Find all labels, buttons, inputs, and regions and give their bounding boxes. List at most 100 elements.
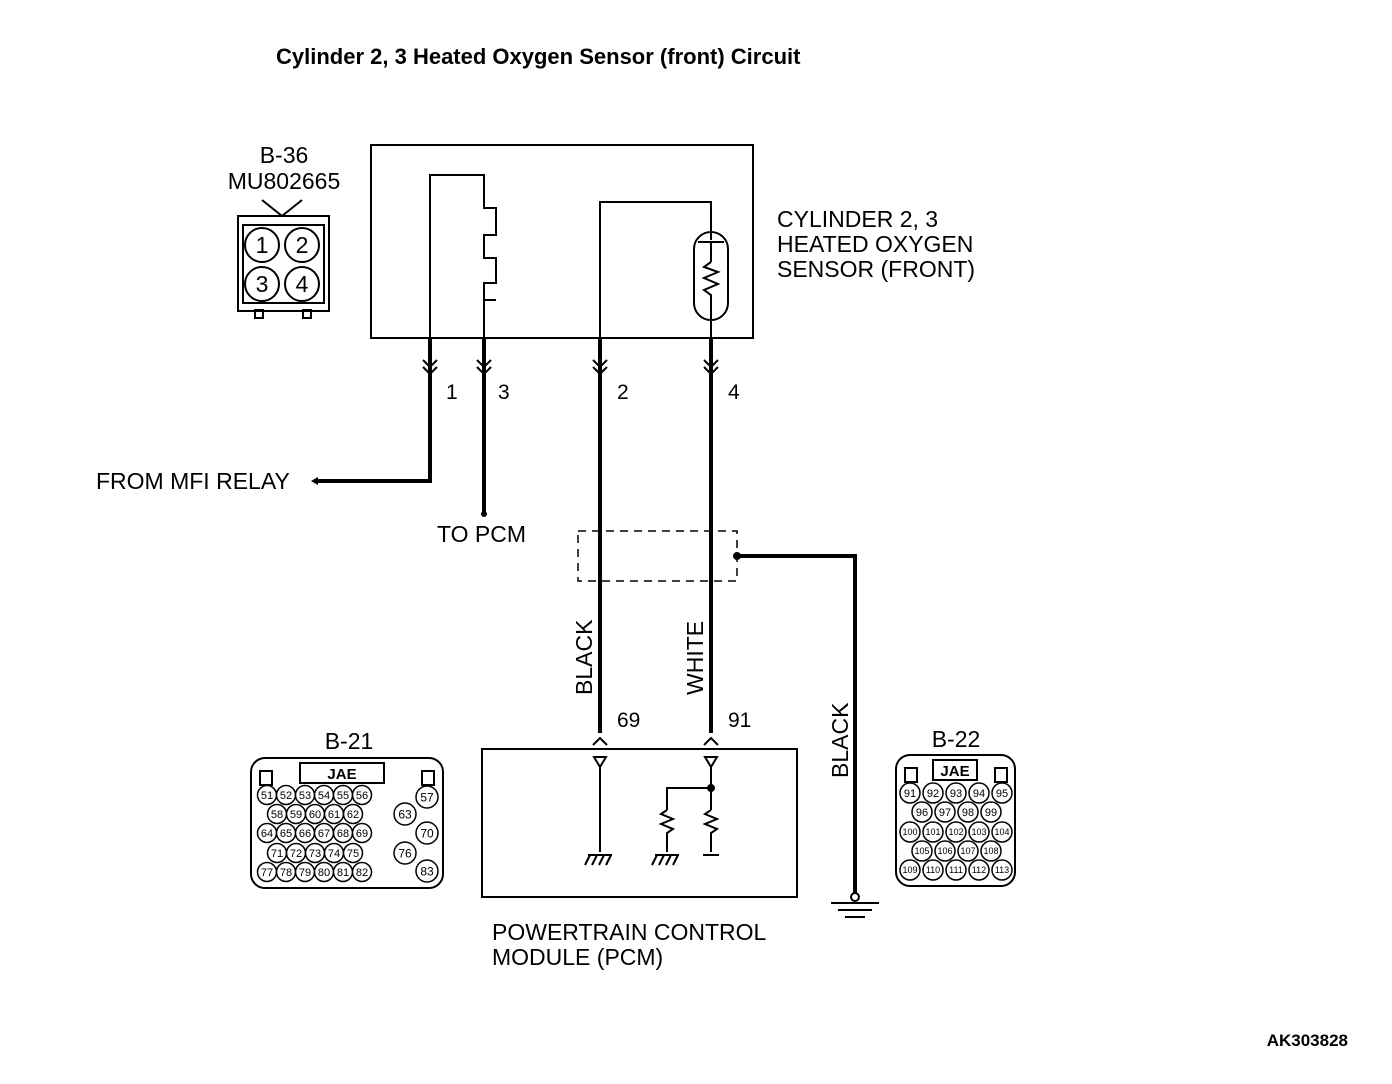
connector-b36-pin-4 bbox=[284, 266, 320, 302]
connector-pin-label: 100 bbox=[902, 827, 917, 837]
connector-pin bbox=[351, 822, 373, 844]
pcm-label-line1: POWERTRAIN CONTROL bbox=[492, 919, 767, 945]
figure-id: AK303828 bbox=[1267, 1031, 1348, 1050]
connector-pin bbox=[968, 782, 990, 804]
connector-pin-label: 95 bbox=[996, 788, 1008, 800]
ground-icon bbox=[584, 854, 612, 866]
connector-b36-latch-icon bbox=[261, 199, 303, 218]
connector-pin bbox=[968, 859, 990, 881]
connector-pin-label: 91 bbox=[904, 788, 916, 800]
connector-pin-label: 99 bbox=[985, 807, 997, 819]
connector-b36: B-36 MU802665 1 2 3 4 bbox=[228, 142, 341, 319]
connector-pin bbox=[934, 801, 956, 823]
connector-pin-label: 79 bbox=[299, 867, 311, 879]
connector-pin-label: 58 bbox=[271, 809, 283, 821]
connector-b22-id: B-22 bbox=[932, 726, 981, 752]
connector-pin bbox=[980, 801, 1002, 823]
connector-pin-label: 97 bbox=[939, 807, 951, 819]
connector-pin-label: 93 bbox=[950, 788, 962, 800]
wire-color-white: WHITE bbox=[682, 621, 708, 695]
connector-pin-label: 102 bbox=[948, 827, 963, 837]
connector-pin-label: 52 bbox=[280, 790, 292, 802]
connector-pin-label: 61 bbox=[328, 809, 340, 821]
connector-pin bbox=[957, 801, 979, 823]
connector-pin-label: 80 bbox=[318, 867, 330, 879]
connector-pin bbox=[922, 821, 944, 843]
connector-pin-label: 65 bbox=[280, 828, 292, 840]
connector-pin-label: 108 bbox=[983, 846, 998, 856]
connector-pin-label: 70 bbox=[420, 826, 434, 840]
connector-pin-label: 71 bbox=[271, 848, 283, 860]
connector-pin-label: 106 bbox=[937, 846, 952, 856]
wire-color-ground: BLACK bbox=[827, 702, 853, 778]
connector-b36-id: B-36 bbox=[260, 142, 309, 168]
sensor-label-line3: SENSOR (FRONT) bbox=[777, 256, 975, 282]
resistor-icon bbox=[702, 809, 720, 852]
connector-pin-label: 101 bbox=[925, 827, 940, 837]
connector-pin bbox=[957, 840, 979, 862]
connector-pin bbox=[991, 859, 1013, 881]
connector-pin-label: 74 bbox=[328, 848, 340, 860]
pcm-box bbox=[481, 748, 798, 898]
connector-pin-label: 92 bbox=[927, 788, 939, 800]
connector-pin bbox=[945, 859, 967, 881]
connector-pin-label: 110 bbox=[926, 865, 940, 875]
connector-pin-label: 72 bbox=[290, 848, 302, 860]
connector-pin-label: 60 bbox=[309, 809, 321, 821]
connector-pin-label: 82 bbox=[356, 867, 368, 879]
connector-pin-label: 54 bbox=[318, 790, 330, 802]
resistor-icon bbox=[658, 809, 676, 852]
sensor-pin-3: 3 bbox=[498, 381, 510, 404]
connector-pin-label: 67 bbox=[318, 828, 330, 840]
connector-b36-pin-label: 1 bbox=[256, 232, 269, 258]
connector-b36-pin-1 bbox=[244, 227, 280, 263]
connector-pin bbox=[945, 821, 967, 843]
connector-pin-label: 105 bbox=[914, 846, 929, 856]
connector-pin-label: 66 bbox=[299, 828, 311, 840]
pcm-module bbox=[481, 736, 798, 898]
connector-pin-label: 59 bbox=[290, 809, 302, 821]
connector-pin bbox=[899, 782, 921, 804]
connector-pin bbox=[934, 840, 956, 862]
connector-pin bbox=[922, 859, 944, 881]
connector-pin-label: 73 bbox=[309, 848, 321, 860]
sensor-pin-4: 4 bbox=[728, 381, 740, 404]
connector-b22-body bbox=[895, 754, 1016, 887]
connector-b36-pin-label: 3 bbox=[256, 271, 269, 297]
pcm-pin-91: 91 bbox=[728, 709, 751, 732]
connector-pin-label: 81 bbox=[337, 867, 349, 879]
ground-icon bbox=[651, 854, 679, 866]
connector-pin-label: 63 bbox=[398, 807, 412, 821]
connector-pin bbox=[980, 840, 1002, 862]
pcm-pin-69: 69 bbox=[617, 709, 640, 732]
connector-b36-pin-label: 4 bbox=[296, 271, 309, 297]
connector-b36-part: MU802665 bbox=[228, 168, 341, 194]
connector-pin-label: 64 bbox=[261, 828, 273, 840]
connector-pin bbox=[991, 782, 1013, 804]
sensor-box bbox=[370, 144, 754, 339]
sensor-label-line2: HEATED OXYGEN bbox=[777, 231, 973, 257]
connector-pin bbox=[911, 801, 933, 823]
arrow-icon bbox=[311, 477, 318, 485]
sensor-pin-arrows bbox=[422, 359, 719, 376]
sensor-pin-1: 1 bbox=[446, 381, 458, 404]
connector-pin-label: 62 bbox=[347, 809, 359, 821]
connector-pin bbox=[342, 842, 364, 864]
connector-pin-label: 68 bbox=[337, 828, 349, 840]
connector-pin bbox=[968, 821, 990, 843]
connector-pin bbox=[911, 840, 933, 862]
wire-mfi-relay bbox=[316, 338, 432, 483]
connector-pin bbox=[991, 821, 1013, 843]
diagram-title: Cylinder 2, 3 Heated Oxygen Sensor (fron… bbox=[276, 44, 801, 69]
connector-b21-body bbox=[250, 757, 444, 889]
connector-pin-label: 98 bbox=[962, 807, 974, 819]
heater-element-icon bbox=[429, 174, 497, 338]
connector-pin-label: 104 bbox=[994, 827, 1009, 837]
wire-color-black: BLACK bbox=[571, 619, 597, 695]
connector-pin bbox=[351, 861, 373, 883]
connector-pin bbox=[945, 782, 967, 804]
sensor-label-line1: CYLINDER 2, 3 bbox=[777, 206, 938, 232]
